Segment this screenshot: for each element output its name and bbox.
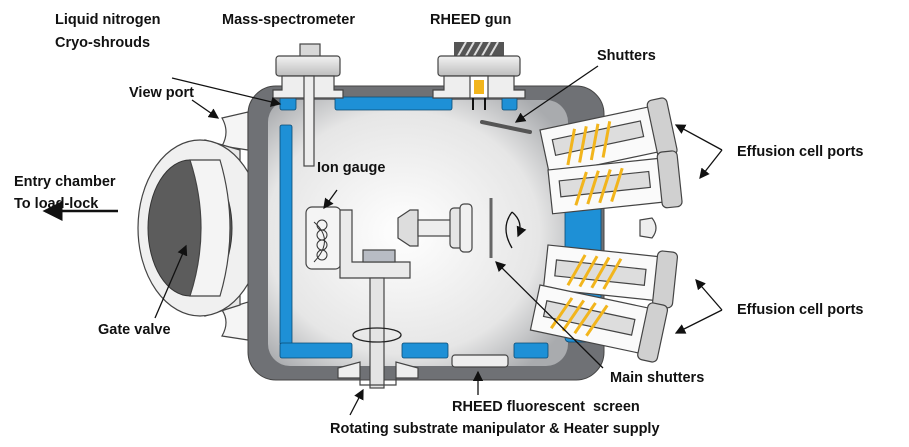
- view-port-lower: [221, 301, 249, 341]
- label-liquid-nitrogen: Liquid nitrogen: [55, 12, 161, 28]
- leader-arrows: [42, 65, 723, 416]
- mass-spectrometer: [272, 43, 344, 167]
- label-main-shutters: Main shutters: [610, 370, 704, 386]
- label-effusion-cell-ports-bottom: Effusion cell ports: [737, 302, 864, 318]
- shroud-bottom-2: [401, 342, 449, 359]
- label-rheed-gun: RHEED gun: [430, 12, 511, 28]
- label-ion-gauge: Ion gauge: [317, 160, 385, 176]
- effusion-cell-4: [529, 284, 669, 363]
- label-mass-spectrometer: Mass-spectrometer: [222, 12, 355, 28]
- effusion-cell-2: [547, 150, 683, 215]
- label-to-load-lock: To load-lock: [14, 196, 99, 212]
- shroud-bottom-1: [279, 342, 353, 359]
- label-entry-chamber: Entry chamber: [14, 174, 116, 190]
- label-rheed-screen: RHEED fluorescent screen: [452, 399, 640, 415]
- rheed-screen: [451, 354, 509, 368]
- upper-shutter: [480, 120, 532, 134]
- effusion-cell-1: [539, 97, 678, 176]
- shroud-left: [279, 124, 293, 346]
- label-gate-valve: Gate valve: [98, 322, 171, 338]
- ion-gauge: [305, 206, 411, 279]
- label-cryo-shrouds: Cryo-shrouds: [55, 35, 150, 51]
- effusion-cells: [529, 97, 683, 363]
- rheed-gun: [432, 41, 526, 110]
- shroud-bottom-3: [513, 342, 549, 359]
- effusion-cell-3: [542, 244, 679, 309]
- label-shutters: Shutters: [597, 48, 656, 64]
- label-view-port: View port: [129, 85, 194, 101]
- label-effusion-cell-ports-top: Effusion cell ports: [737, 144, 864, 160]
- view-port-upper: [221, 111, 249, 151]
- label-substrate-manipulator: Rotating substrate manipulator & Heater …: [330, 421, 660, 437]
- shroud-top-2: [334, 96, 453, 111]
- gate-valve: [137, 139, 263, 317]
- substrate-holder: [397, 198, 527, 258]
- substrate-manipulator: [337, 277, 419, 389]
- shroud-top-1: [279, 96, 297, 111]
- shroud-top-3: [501, 96, 518, 111]
